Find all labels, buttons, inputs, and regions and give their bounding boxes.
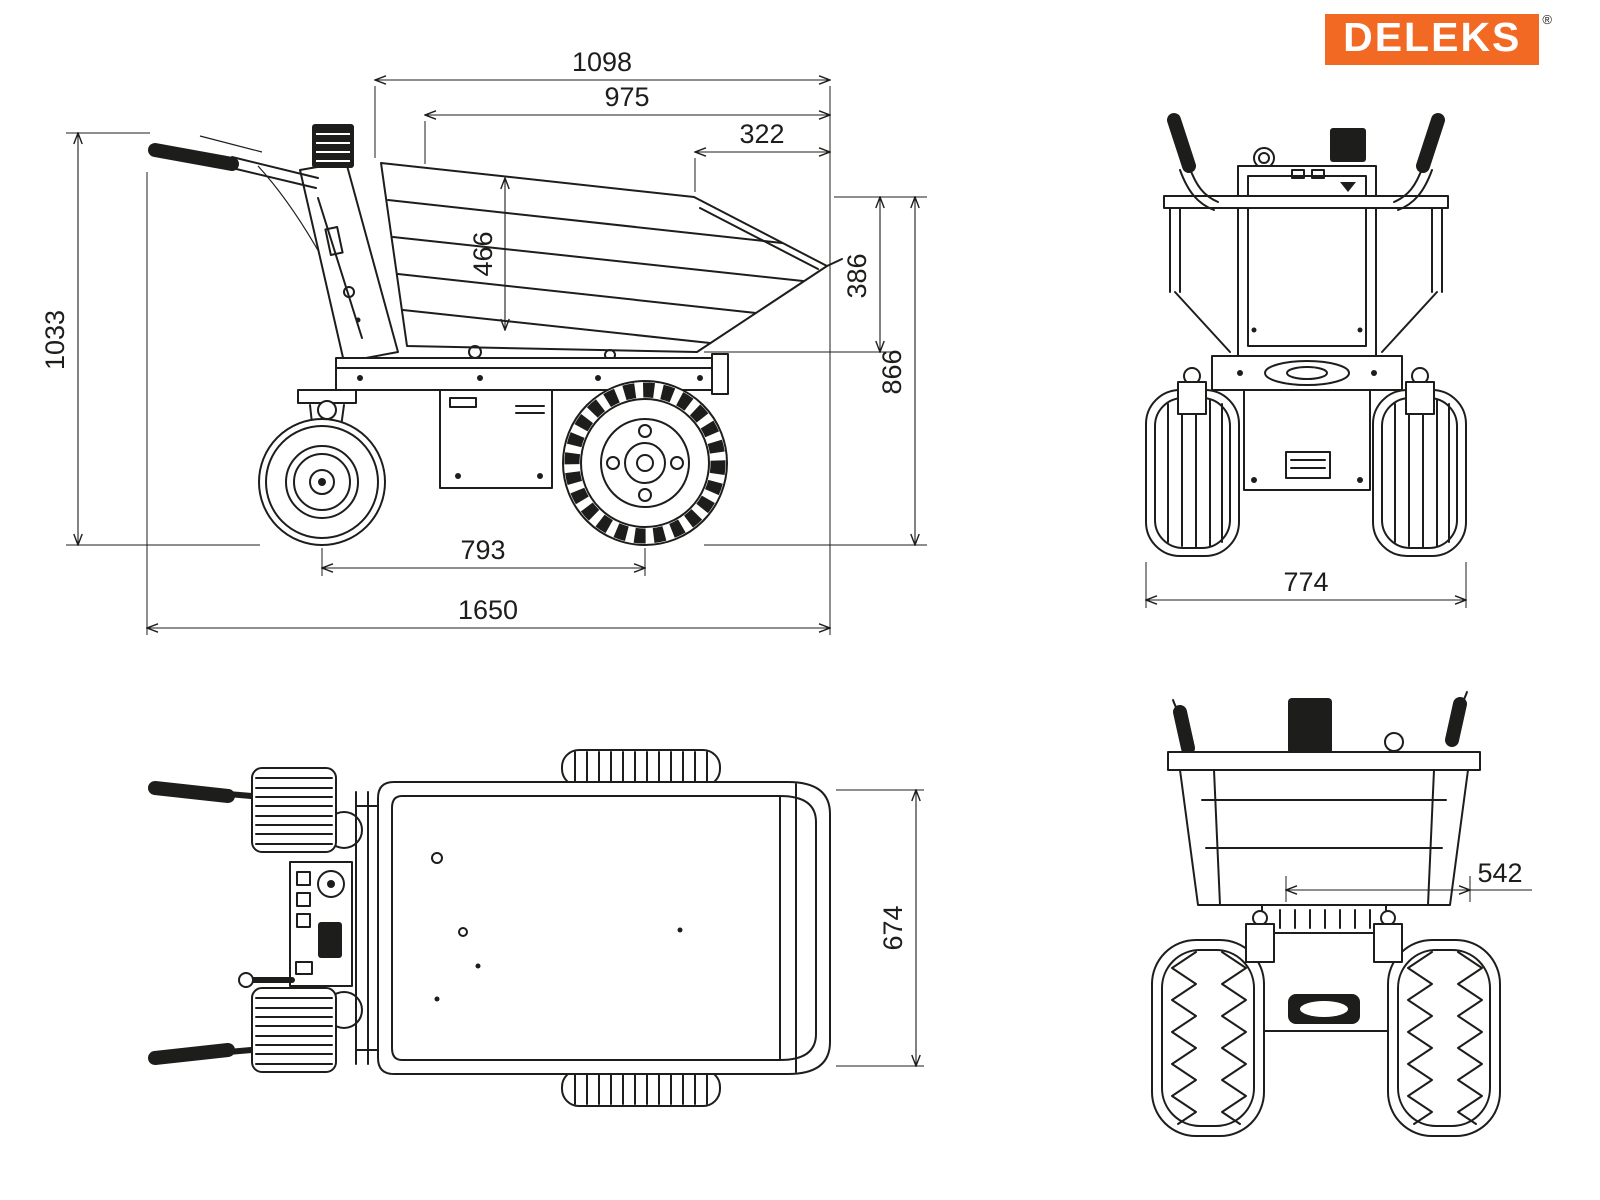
controller-box-front bbox=[1330, 128, 1366, 162]
bucket-top-rail bbox=[1163, 195, 1449, 209]
front-view: 774 bbox=[1145, 113, 1467, 608]
handlebar bbox=[148, 135, 319, 189]
dim-793: 793 bbox=[322, 535, 645, 576]
rear-wheel-forks bbox=[1245, 910, 1403, 963]
bucket-side-rails bbox=[1169, 207, 1443, 353]
front-right-handle bbox=[1393, 113, 1445, 211]
filler-cap bbox=[1384, 732, 1404, 752]
dim-label-674: 674 bbox=[878, 905, 908, 950]
controller-box-rear bbox=[1288, 698, 1332, 754]
bucket-front bbox=[1237, 128, 1377, 357]
deleks-logo-text: DELEKS bbox=[1343, 14, 1522, 60]
battery-box-front bbox=[1243, 389, 1371, 491]
dim-466: 466 bbox=[468, 178, 505, 330]
dim-label-1033: 1033 bbox=[40, 310, 70, 370]
side-view: 1098 975 322 466 bbox=[40, 47, 927, 635]
registered-trademark: ® bbox=[1542, 12, 1552, 27]
dim-label-975: 975 bbox=[604, 82, 649, 112]
dim-674: 674 bbox=[836, 790, 924, 1066]
dim-1098: 1098 bbox=[375, 47, 830, 635]
dim-label-1098: 1098 bbox=[572, 47, 632, 77]
front-axle bbox=[1211, 355, 1403, 391]
latch-pin bbox=[238, 972, 295, 988]
front-left-handle bbox=[1167, 113, 1219, 211]
bucket bbox=[380, 162, 843, 361]
dim-1650: 1650 bbox=[147, 172, 830, 635]
rear-right-wheel bbox=[1387, 939, 1501, 1137]
top-wheel-lower bbox=[561, 1069, 721, 1107]
rear-left-wheel bbox=[1151, 939, 1265, 1137]
dim-542: 542 bbox=[1286, 858, 1532, 902]
caster-wheel bbox=[258, 389, 386, 546]
dim-label-322: 322 bbox=[739, 119, 784, 149]
front-wheel-forks bbox=[1177, 367, 1435, 415]
dim-1033: 1033 bbox=[40, 133, 260, 545]
rear-left-grip bbox=[1172, 699, 1195, 755]
dim-label-774: 774 bbox=[1283, 567, 1328, 597]
wheel-motor-upper bbox=[251, 767, 363, 853]
control-panel-top bbox=[289, 861, 353, 987]
dim-label-1650: 1650 bbox=[458, 595, 518, 625]
dim-label-386: 386 bbox=[842, 253, 872, 298]
spout-tip bbox=[826, 258, 843, 267]
dim-866: 866 bbox=[704, 197, 927, 545]
tipping-support bbox=[1261, 904, 1387, 934]
top-view: 674 bbox=[148, 749, 924, 1107]
brake-lever bbox=[199, 135, 263, 153]
steering-column bbox=[299, 161, 399, 363]
dim-386: 386 bbox=[704, 197, 927, 352]
rear-view: 542 bbox=[1151, 691, 1532, 1137]
rear-right-grip bbox=[1445, 691, 1468, 747]
dim-label-793: 793 bbox=[460, 535, 505, 565]
dim-975: 975 bbox=[425, 82, 830, 164]
dim-774: 774 bbox=[1146, 562, 1466, 608]
mount-plates bbox=[355, 791, 379, 1065]
dim-label-542: 542 bbox=[1477, 858, 1522, 888]
controller-box bbox=[312, 124, 354, 168]
handle-grip bbox=[148, 143, 239, 171]
dim-label-466: 466 bbox=[468, 231, 498, 276]
bucket-rear bbox=[1179, 769, 1469, 906]
dim-322: 322 bbox=[695, 119, 830, 192]
wheel-motor-lower bbox=[251, 987, 363, 1073]
dim-label-866: 866 bbox=[877, 349, 907, 394]
battery-box bbox=[439, 389, 553, 489]
drive-wheel bbox=[562, 380, 728, 546]
dimensions-side: 1098 975 322 466 bbox=[40, 47, 927, 635]
bucket-top bbox=[377, 781, 831, 1075]
deleks-logo: DELEKS bbox=[1325, 14, 1540, 65]
brand-header: DELEKS ® bbox=[1325, 12, 1552, 65]
bucket-rail-rear bbox=[1167, 751, 1481, 771]
top-wheel-upper bbox=[561, 749, 721, 787]
